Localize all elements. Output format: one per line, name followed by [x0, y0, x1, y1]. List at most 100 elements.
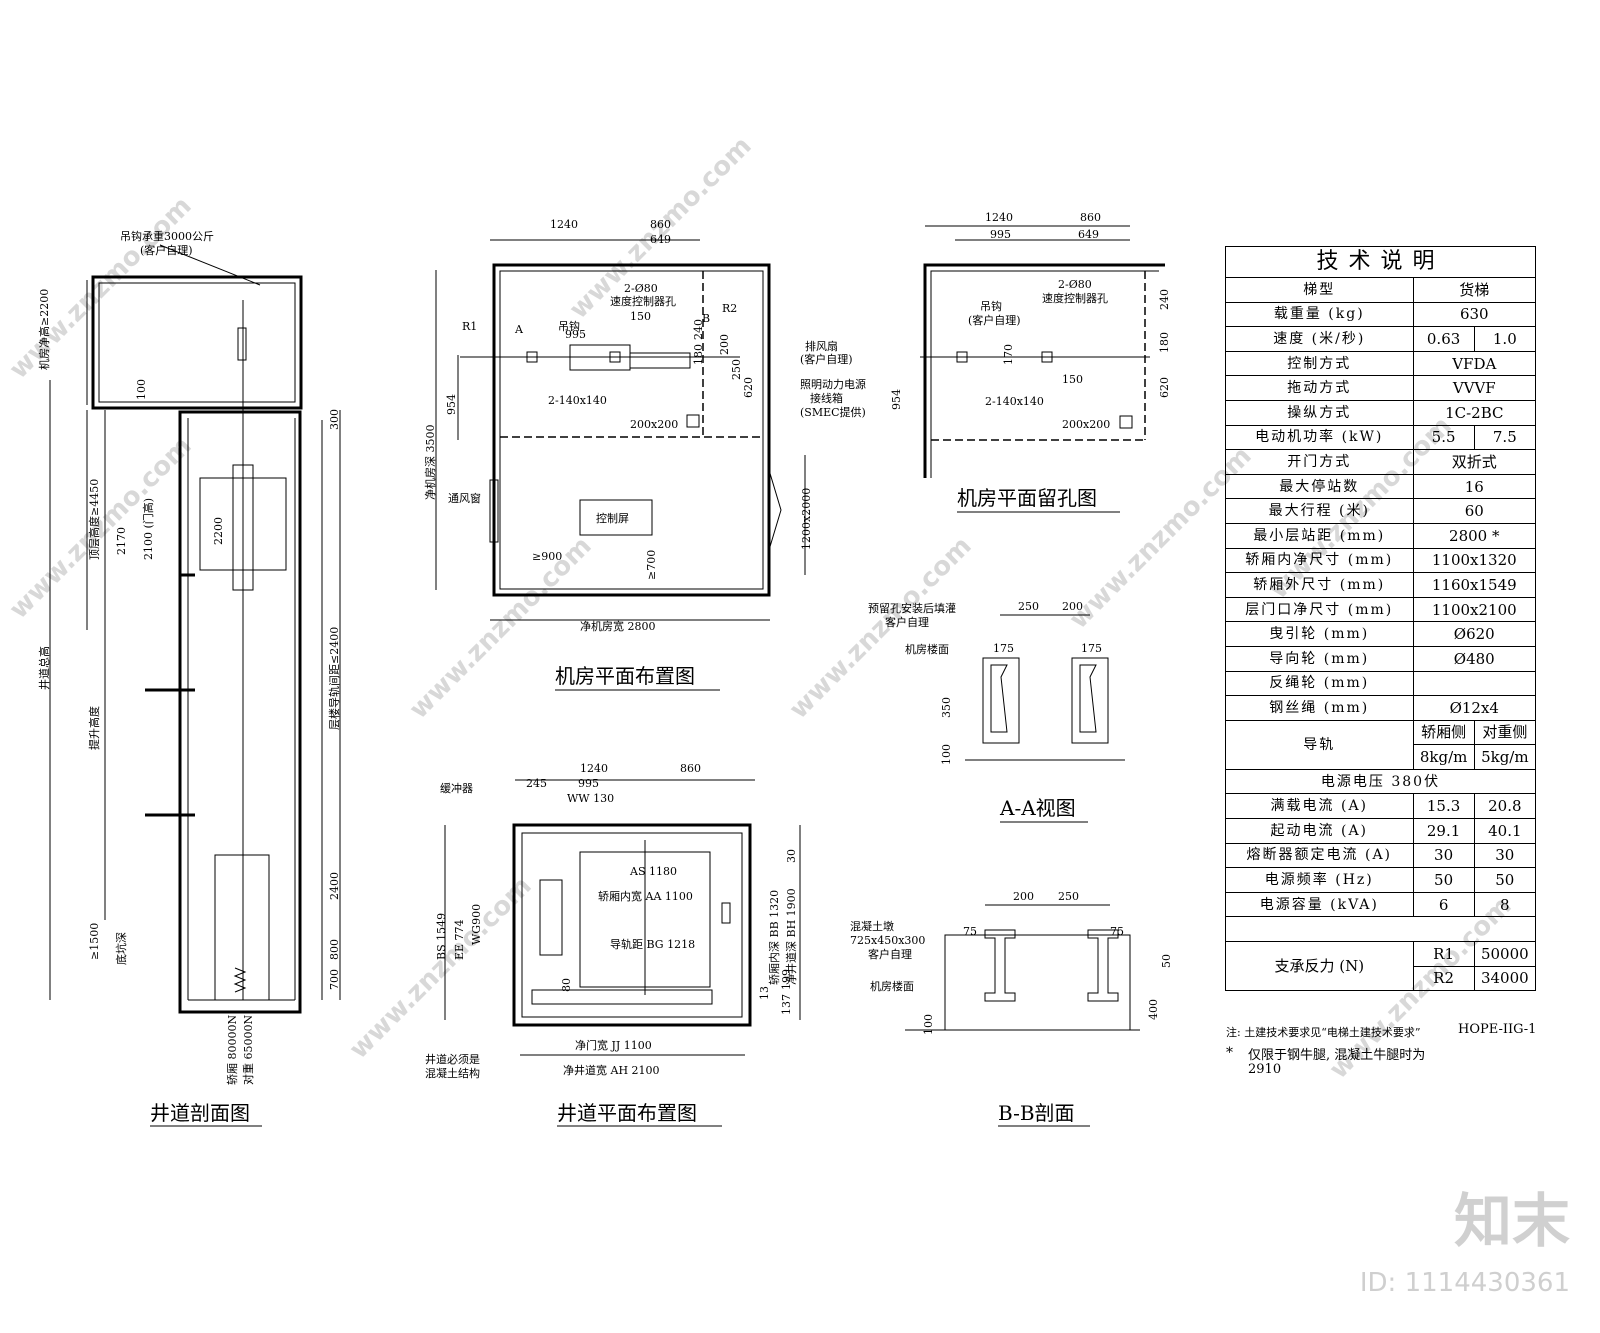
label: 机房楼面: [905, 642, 949, 656]
spec-value: 40.1: [1473, 818, 1537, 844]
label: 速度控制器孔: [610, 294, 676, 308]
brand-watermark: 知末: [1453, 1187, 1570, 1255]
dim-label: 2100 (门高): [141, 498, 155, 560]
dim-label: AS 1180: [629, 865, 677, 878]
dim-label: 860: [680, 762, 701, 775]
spec-value: VVVF: [1412, 375, 1537, 401]
label: 客户自理: [885, 615, 929, 629]
dim-label: 300: [328, 409, 341, 430]
dim-label: 649: [650, 233, 671, 246]
spec-label: 电动机功率 (kW): [1225, 424, 1414, 451]
label: (客户自理): [800, 352, 853, 366]
label: A: [514, 323, 524, 336]
shaft-section-title: 井道剖面图: [150, 1101, 250, 1125]
dim-label: 954: [445, 394, 458, 415]
dim-label: 200: [718, 334, 731, 355]
spec-voltage: 电源电压 380伏: [1225, 768, 1536, 795]
label: 照明动力电源: [800, 377, 866, 391]
spec-row: 载重量 (kg)630: [1225, 301, 1537, 328]
spec-label: 满载电流 (A): [1225, 793, 1414, 820]
spec-label: 支承反力 (N): [1225, 941, 1414, 992]
spec-label: 速度 (米/秒): [1225, 326, 1414, 352]
label: R1: [462, 320, 477, 333]
dim-label: 净门宽 JJ 1100: [575, 1038, 652, 1052]
footnote-text: 仅限于钢牛腿, 混凝土牛腿时为: [1248, 1048, 1426, 1063]
dim-label: 底坑深: [114, 932, 128, 965]
spec-label: 熔断器额定电流 (A): [1225, 842, 1414, 869]
dim-label: 180: [1158, 332, 1171, 353]
shaft-layout-drawing: 1240 860 245 995 WW 130 缓冲器 AS 1180 轿厢内宽…: [425, 762, 801, 1127]
spec-value: 30: [1412, 842, 1475, 869]
dim-label: 245: [526, 777, 547, 790]
label: 接线箱: [810, 391, 843, 405]
spec-label: 钢丝绳 (mm): [1225, 695, 1414, 721]
dim-label: 250: [730, 359, 743, 380]
footnote-mark: *: [1226, 1045, 1233, 1061]
dim-label: 2170: [115, 527, 128, 555]
label: 混凝土墩: [850, 919, 894, 933]
machine-room-layout-drawing: 1240 860 649 2-Ø80 速度控制器孔 995 150 吊钩 R1 …: [423, 218, 866, 691]
dim-label: 250: [1058, 890, 1079, 903]
dim-label: 860: [650, 218, 671, 231]
dim-label: WG900: [470, 904, 483, 945]
spec-footer-code: HOPE-IIG-1: [1458, 1022, 1537, 1037]
dim-label: 620: [742, 377, 755, 398]
shaft-layout-title: 井道平面布置图: [557, 1101, 697, 1125]
spec-value: 5.5: [1412, 424, 1475, 451]
label: 725x450x300: [850, 934, 925, 947]
footnote-text-2: 2910: [1248, 1062, 1282, 1077]
spec-subheader: 对重侧: [1473, 719, 1537, 746]
spec-key: R1: [1412, 941, 1475, 967]
label: R2: [722, 302, 737, 315]
dim-label: 2-Ø80: [624, 282, 658, 295]
dim-label: 350: [940, 697, 953, 718]
spec-value: Ø480: [1412, 645, 1537, 672]
dim-label: 100: [135, 379, 148, 400]
spec-row: 钢丝绳 (mm)Ø12x4: [1225, 695, 1537, 721]
spec-label: 电源容量 (kVA): [1225, 891, 1414, 918]
spec-row: 最大行程 (米)60: [1225, 498, 1537, 524]
dim-label: 75: [1110, 925, 1124, 938]
spec-row: 最小层站距 (mm)2800 *: [1225, 522, 1537, 549]
spec-value: 29.1: [1412, 818, 1475, 844]
spec-value: 16: [1412, 473, 1537, 500]
dim-label: 1240: [580, 762, 608, 775]
label: (SMEC提供): [800, 405, 866, 419]
spec-value: 0.63: [1412, 326, 1475, 352]
dim-label: BS 1549: [435, 913, 448, 960]
dim-label: 导轨距 BG 1218: [610, 937, 695, 951]
dim-label: 800: [328, 939, 341, 960]
dim-label: 860: [1080, 211, 1101, 224]
label: 井道必须是: [425, 1052, 480, 1066]
spec-value: 30: [1473, 842, 1537, 869]
spec-value: 1160x1549: [1412, 572, 1537, 598]
dim-label: 净机房深 3500: [423, 425, 437, 501]
view-aa-drawing: 250 200 预留孔安装后填灌 客户自理 机房楼面 175 175 350 1…: [868, 600, 1125, 823]
dim-label: 200x200: [1062, 418, 1110, 431]
dim-label: 180: [692, 344, 705, 365]
spec-value: 8: [1473, 891, 1537, 918]
label: (客户自理): [968, 313, 1021, 327]
dim-label: 50: [1160, 954, 1173, 968]
spec-row: 梯型货梯: [1225, 277, 1537, 303]
spec-row: [1225, 916, 1536, 943]
spec-value: 15.3: [1412, 793, 1475, 820]
dim-label: ≥900: [532, 550, 562, 563]
spec-label: 轿厢外尺寸 (mm): [1225, 572, 1414, 598]
dim-label: 层楼导轨间距≤2400: [327, 627, 341, 730]
spec-value: 6: [1412, 891, 1475, 918]
spec-value: 7.5: [1473, 424, 1537, 451]
dim-label: 80: [560, 978, 573, 992]
